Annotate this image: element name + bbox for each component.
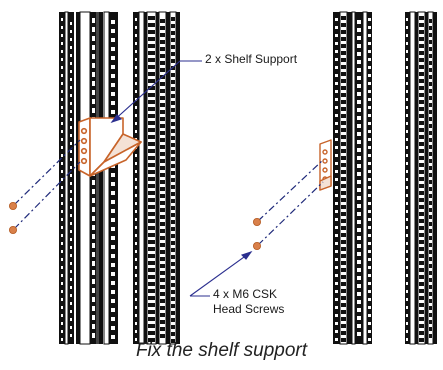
screw-guide-lines — [13, 139, 324, 246]
shelf-support-bracket-right — [319, 139, 332, 191]
shelf-support-bracket-left — [78, 117, 142, 177]
screws-label-line2: Head Screws — [213, 302, 285, 316]
screws-callout — [189, 250, 253, 297]
right-front-rail — [333, 11, 372, 345]
shelf-support-label: 2 x Shelf Support — [205, 52, 298, 66]
screw-icon — [8, 201, 17, 210]
screws-label-line1: 4 x M6 CSK — [213, 287, 278, 301]
screw-icon — [8, 225, 17, 234]
shelf-support-callout — [110, 60, 202, 124]
screw-icon — [252, 217, 261, 226]
left-front-rail — [59, 11, 118, 345]
m6-screws — [8, 201, 261, 250]
screws-label: 4 x M6 CSK Head Screws — [213, 287, 284, 317]
right-rear-rail — [405, 11, 437, 345]
left-rear-rail — [133, 11, 180, 345]
screw-icon — [252, 241, 261, 250]
diagram-caption: Fix the shelf support — [135, 340, 308, 361]
